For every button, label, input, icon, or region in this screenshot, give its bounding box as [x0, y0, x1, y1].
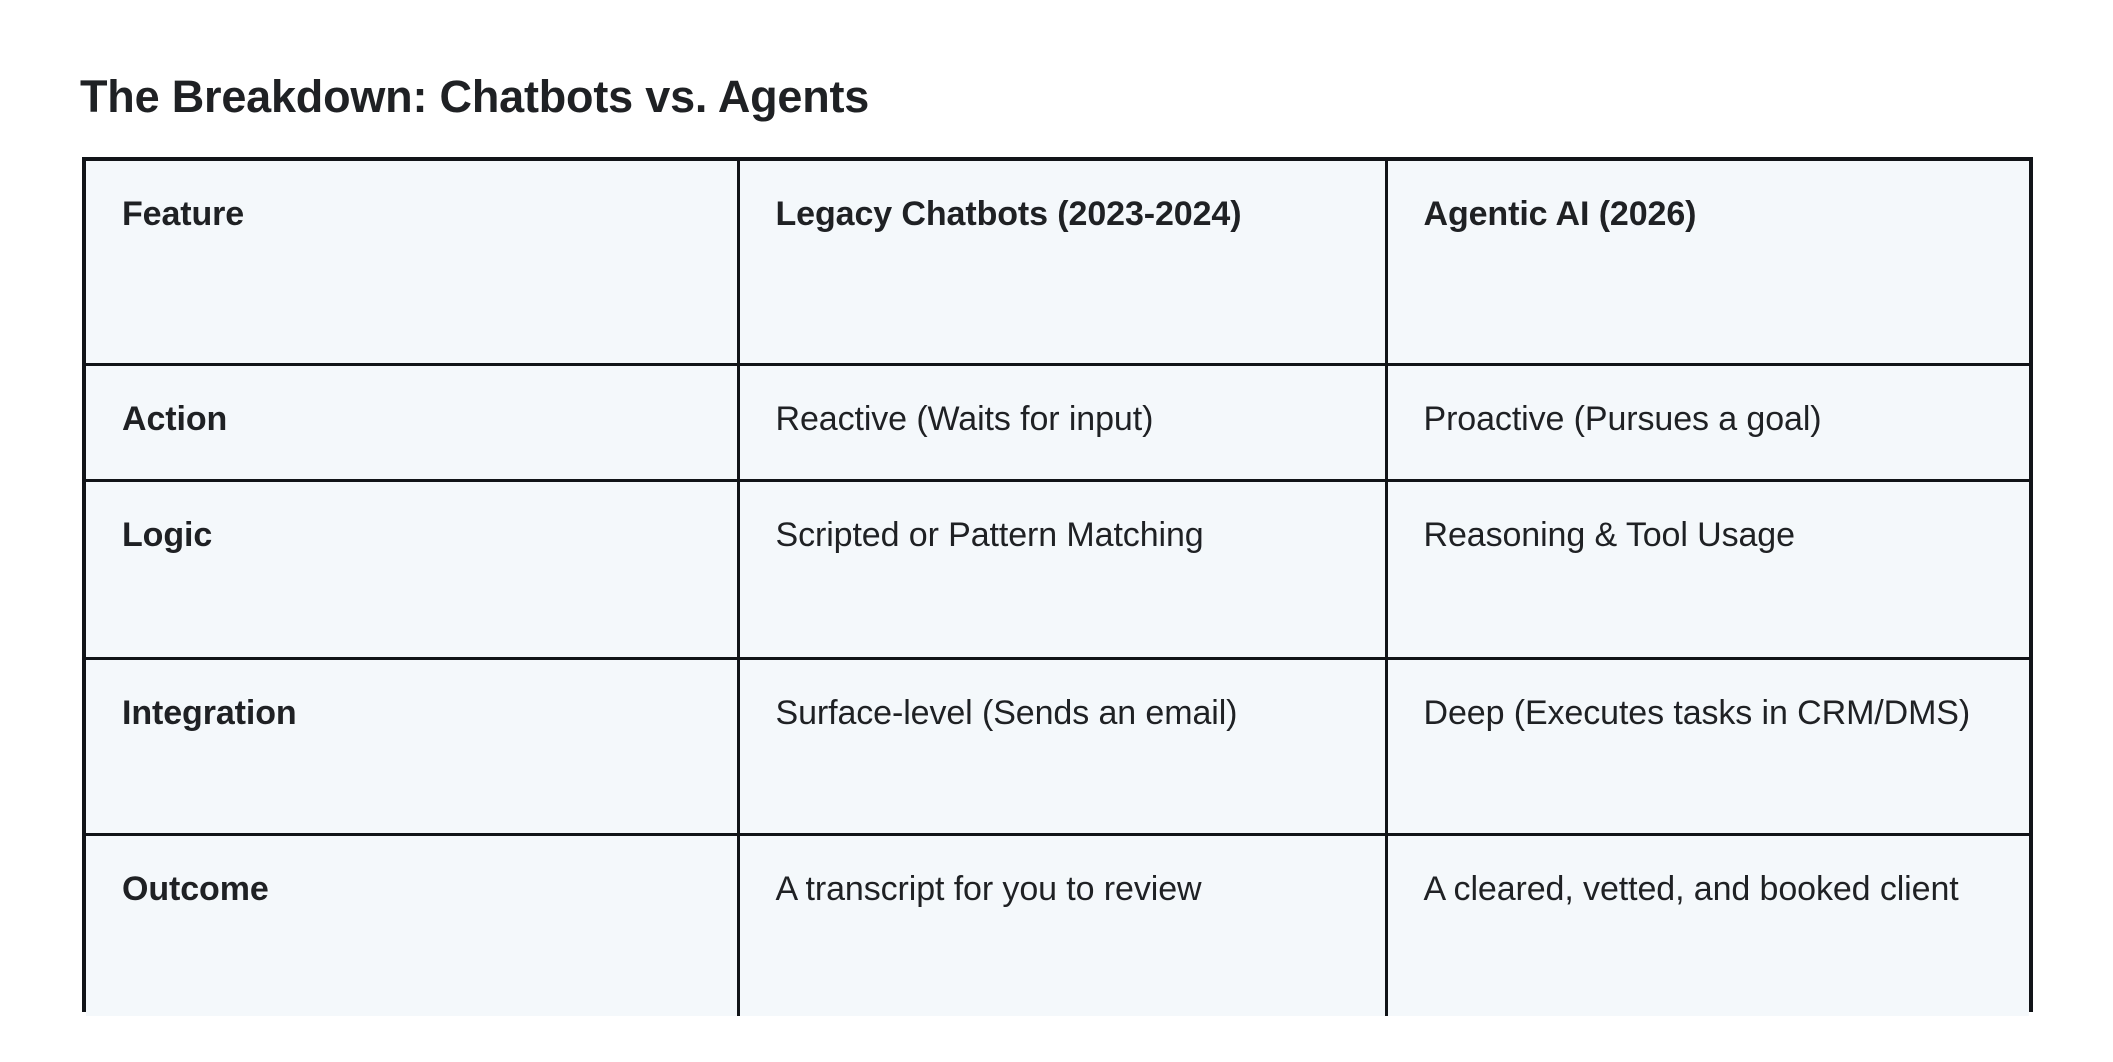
page-title: The Breakdown: Chatbots vs. Agents [80, 71, 870, 123]
cell-outcome-agentic: A cleared, vetted, and booked client [1423, 869, 1959, 908]
cell-agentic: Proactive (Pursues a goal) [1386, 364, 2029, 482]
cell-action-legacy: Reactive (Waits for input) [775, 399, 1154, 438]
table-row: Logic Scripted or Pattern Matching Reaso… [86, 480, 2029, 660]
cell-legacy: Scripted or Pattern Matching [738, 480, 1388, 660]
cell-agentic: A cleared, vetted, and booked client [1386, 834, 2029, 1016]
row-label-action: Action [122, 399, 228, 438]
column-header-feature: Feature [86, 161, 740, 366]
cell-integration-agentic: Deep (Executes tasks in CRM/DMS) [1423, 693, 1971, 732]
cell-legacy: Surface-level (Sends an email) [738, 658, 1388, 836]
cell-agentic: Reasoning & Tool Usage [1386, 480, 2029, 660]
row-label-cell: Outcome [86, 834, 740, 1016]
table-row: Integration Surface-level (Sends an emai… [86, 658, 2029, 836]
cell-outcome-legacy: A transcript for you to review [775, 869, 1202, 908]
cell-integration-legacy: Surface-level (Sends an email) [775, 693, 1238, 732]
row-label-outcome: Outcome [122, 869, 269, 908]
row-label-cell: Action [86, 364, 740, 482]
row-label-cell: Logic [86, 480, 740, 660]
cell-action-agentic: Proactive (Pursues a goal) [1423, 399, 1822, 438]
column-header-agentic-ai: Agentic AI (2026) [1386, 161, 2029, 366]
table-body: Action Reactive (Waits for input) Proact… [86, 364, 2029, 1016]
comparison-table-container: Feature Legacy Chatbots (2023-2024) Agen… [82, 157, 2033, 1016]
cell-logic-agentic: Reasoning & Tool Usage [1423, 515, 1796, 554]
table-header: Feature Legacy Chatbots (2023-2024) Agen… [86, 161, 2029, 366]
cell-agentic: Deep (Executes tasks in CRM/DMS) [1386, 658, 2029, 836]
table-row: Outcome A transcript for you to review A… [86, 834, 2029, 1016]
table-header-row: Feature Legacy Chatbots (2023-2024) Agen… [86, 161, 2029, 366]
comparison-table: Feature Legacy Chatbots (2023-2024) Agen… [86, 161, 2029, 1016]
row-label-integration: Integration [122, 693, 297, 732]
row-label-cell: Integration [86, 658, 740, 836]
cell-legacy: Reactive (Waits for input) [738, 364, 1388, 482]
row-label-logic: Logic [122, 515, 213, 554]
table-row: Action Reactive (Waits for input) Proact… [86, 364, 2029, 482]
column-header-legacy-chatbots: Legacy Chatbots (2023-2024) [738, 161, 1388, 366]
cell-legacy: A transcript for you to review [738, 834, 1388, 1016]
cell-logic-legacy: Scripted or Pattern Matching [775, 515, 1204, 554]
